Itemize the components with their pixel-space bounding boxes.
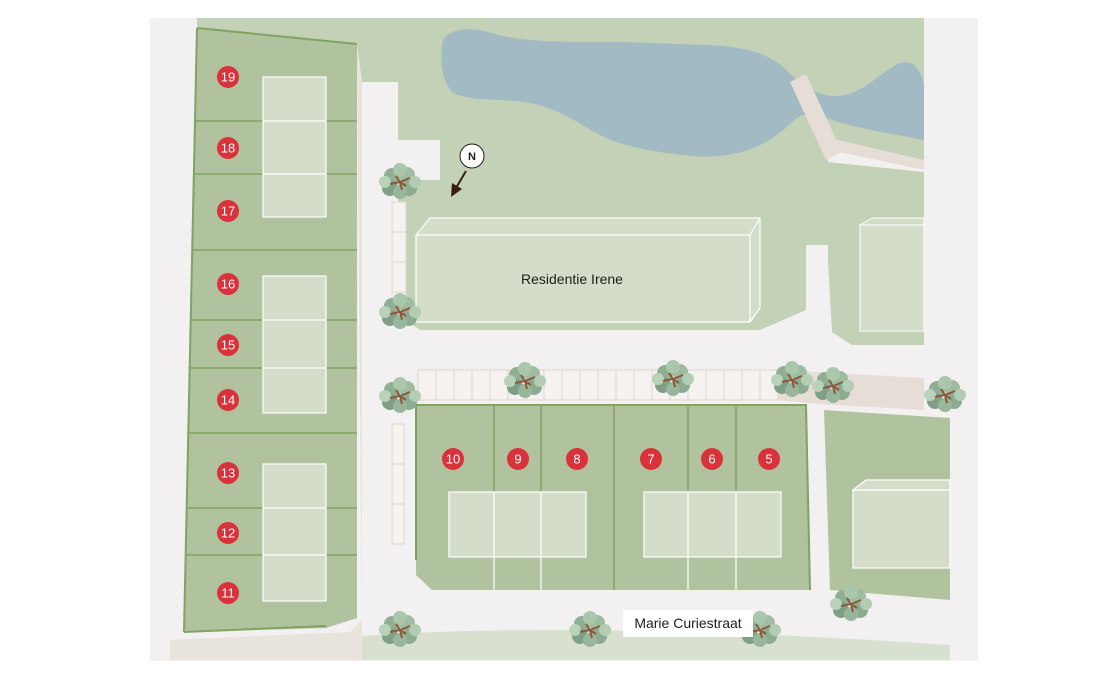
svg-text:13: 13 <box>221 466 235 481</box>
svg-text:16: 16 <box>221 277 235 292</box>
svg-text:15: 15 <box>221 338 235 353</box>
lot-block-middle <box>415 404 811 591</box>
lot-8-badge[interactable]: 8 <box>566 448 588 470</box>
svg-text:12: 12 <box>221 526 235 541</box>
svg-text:8: 8 <box>573 452 580 467</box>
path-east <box>828 138 924 170</box>
lot-6-badge[interactable]: 6 <box>701 448 723 470</box>
residentie-irene-building: Residentie Irene <box>415 217 761 323</box>
lot-12-badge[interactable]: 12 <box>217 522 239 544</box>
svg-text:7: 7 <box>647 452 654 467</box>
lot-18-badge[interactable]: 18 <box>217 137 239 159</box>
street-verge <box>362 629 950 660</box>
svg-text:11: 11 <box>221 586 235 601</box>
lot-badges: 19 18 17 16 15 14 13 12 11 10 9 8 7 6 5 <box>217 66 780 604</box>
street-label: Marie Curiestraat <box>634 615 741 631</box>
lot-15-badge[interactable]: 15 <box>217 334 239 356</box>
svg-text:9: 9 <box>514 452 521 467</box>
lot-19-badge[interactable]: 19 <box>217 66 239 88</box>
lot-17-badge[interactable]: 17 <box>217 200 239 222</box>
lot-10-badge[interactable]: 10 <box>442 448 464 470</box>
lot-13-badge[interactable]: 13 <box>217 462 239 484</box>
svg-text:18: 18 <box>221 141 235 156</box>
lot-9-badge[interactable]: 9 <box>507 448 529 470</box>
lot-11-badge[interactable]: 11 <box>217 582 239 604</box>
svg-text:17: 17 <box>221 204 235 219</box>
lot-block-west <box>183 27 358 633</box>
svg-text:19: 19 <box>221 70 235 85</box>
lot-5-badge[interactable]: 5 <box>758 448 780 470</box>
lot-14-badge[interactable]: 14 <box>217 389 239 411</box>
lot-16-badge[interactable]: 16 <box>217 273 239 295</box>
lot-block-east <box>824 410 951 600</box>
building-east-north <box>859 224 925 332</box>
street-label-box: Marie Curiestraat <box>623 610 753 637</box>
lot-7-badge[interactable]: 7 <box>640 448 662 470</box>
north-label: N <box>468 151 476 163</box>
north-arrow: N <box>451 143 485 197</box>
svg-text:10: 10 <box>446 452 460 467</box>
building-label: Residentie Irene <box>521 271 623 287</box>
svg-text:6: 6 <box>708 452 715 467</box>
pond <box>441 29 924 157</box>
svg-text:5: 5 <box>765 452 772 467</box>
svg-text:14: 14 <box>221 393 235 408</box>
